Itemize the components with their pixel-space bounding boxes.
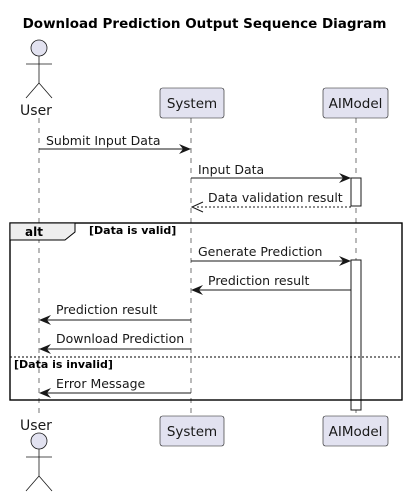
message-label: Prediction result [208,273,310,288]
arrow-head [339,173,351,183]
alt-keyword: alt [25,225,43,239]
activation-aimodel-1 [350,177,362,207]
message-label: Download Prediction [56,331,184,346]
participant-aimodel-bottom [322,415,389,447]
message-label: Prediction result [56,302,158,317]
alt-tab [9,222,76,241]
arrow-head [39,344,51,354]
message-label: Submit Input Data [46,133,161,148]
alt-frame [9,222,403,401]
participant-user-label-top: User [20,103,52,119]
actor-head [30,432,48,450]
arrow-head [191,285,203,295]
message-label: Input Data [198,162,264,177]
activation-aimodel-2 [350,259,362,411]
participant-system-top [159,87,225,119]
participant-aimodel-label-top: AIModel [329,96,383,112]
message-label: Error Message [56,376,146,391]
actor-leg-left [25,475,40,492]
actor-head [30,39,48,57]
arrow-head [39,388,51,398]
participant-system-label-top: System [167,96,217,112]
diagram-title: Download Prediction Output Sequence Diag… [23,16,387,32]
participant-system-label-bottom: System [167,424,217,440]
arrow-head [179,144,191,154]
arrow-head [339,256,351,266]
participant-aimodel-top [322,87,389,119]
alt-condition-invalid: [Data is invalid] [14,358,113,371]
actor-leg-left [25,82,40,99]
actor-user-bottom [25,432,53,492]
participant-system-bottom [159,415,225,447]
participant-user-label-bottom: User [20,418,52,434]
alt-condition-valid: [Data is valid] [89,224,176,237]
actor-leg-right [38,82,53,99]
actor-leg-right [38,475,53,492]
actor-user-top [25,39,53,99]
arrow-head [39,315,51,325]
message-label: Data validation result [208,190,343,205]
participant-aimodel-label-bottom: AIModel [329,424,383,440]
arrow-head [190,201,204,213]
message-label: Generate Prediction [198,244,322,259]
